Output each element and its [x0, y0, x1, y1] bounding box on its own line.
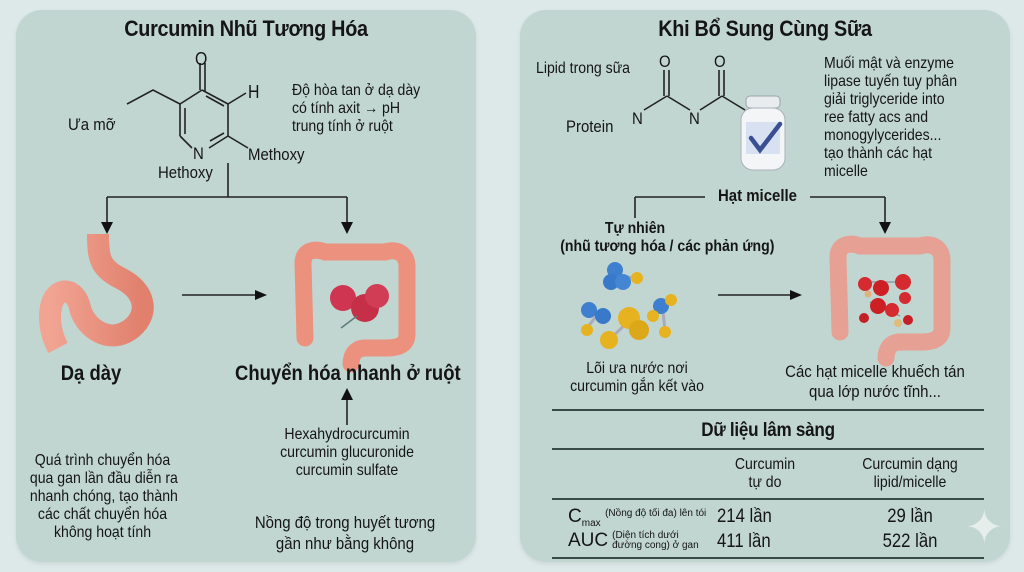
atom-nitrogen: N	[193, 144, 204, 163]
table-rule-top	[552, 409, 984, 411]
intestine-label: Chuyển hóa nhanh ở ruột	[235, 362, 461, 385]
atom-o2: O	[714, 52, 726, 71]
auc-micelle-value: 522 lần	[882, 531, 938, 552]
supplement-bottle-icon	[740, 95, 786, 171]
metabolites-list: Hexahydrocurcumin curcumin glucuronide c…	[280, 426, 414, 479]
intestine-icon	[294, 241, 416, 373]
hethoxy-label: Hethoxy	[158, 163, 213, 182]
micelle-label: Hạt micelle	[717, 186, 797, 205]
bile-note: Muối mật và enzyme lipase tuyến tuy phân…	[824, 55, 958, 180]
diffuse-note: Các hạt micelle khuếch tán qua lớp nước …	[785, 362, 965, 401]
table-row-auc: AUC (Diện tích dưới đường cong) ở gan	[568, 530, 699, 551]
atom-o1: O	[659, 52, 671, 71]
core-note: Lõi ưa nước nơi curcumin gắn kết vào	[570, 360, 704, 395]
table-rule-header	[552, 448, 984, 450]
natural-label: Tự nhiên (nhũ tương hóa / các phản ứng)	[560, 220, 775, 255]
protein-label: Protein	[566, 117, 614, 136]
solubility-note: Độ hòa tan ở dạ dày có tính axit → pH tr…	[292, 82, 421, 135]
atom-n2: N	[689, 109, 700, 128]
first-pass-note: Quá trình chuyển hóa qua gan lần đầu diễ…	[29, 452, 178, 541]
left-title: Curcumin Nhũ Tương Hóa	[124, 16, 368, 41]
table-rule-bottom	[552, 557, 984, 559]
stomach-icon	[39, 233, 154, 354]
methoxy-label: Methoxy	[248, 145, 305, 164]
lipid-label: Lipid trong sữa	[536, 60, 630, 77]
plasma-note: Nồng độ trong huyết tương gần như bằng k…	[254, 513, 436, 553]
auc-free-value: 411 lần	[717, 531, 771, 552]
sparkle-icon: ✦	[965, 501, 1004, 553]
column-header-free: Curcumin tự do	[734, 456, 796, 491]
table-rule-mid	[552, 498, 984, 500]
atom-oxygen: O	[195, 49, 208, 69]
cmax-micelle-value: 29 lần	[887, 506, 933, 527]
lipophilic-label: Ưa mỡ	[68, 115, 116, 134]
right-title: Khi Bổ Sung Cùng Sữa	[658, 16, 872, 41]
cmax-free-value: 214 lần	[717, 506, 772, 527]
table-row-cmax: Cmax (Nồng độ tối đa) lên tói	[568, 506, 707, 530]
micelle-intestine-icon	[829, 235, 951, 367]
stomach-label: Dạ dày	[60, 362, 122, 385]
column-header-micelle: Curcumin dạng lipid/micelle	[862, 456, 958, 491]
curcumin-core-molecule-icon	[581, 262, 677, 349]
clinical-title: Dữ liệu lâm sàng	[701, 420, 835, 441]
atom-n1: N	[632, 109, 643, 128]
atom-hydrogen: H	[248, 82, 260, 102]
